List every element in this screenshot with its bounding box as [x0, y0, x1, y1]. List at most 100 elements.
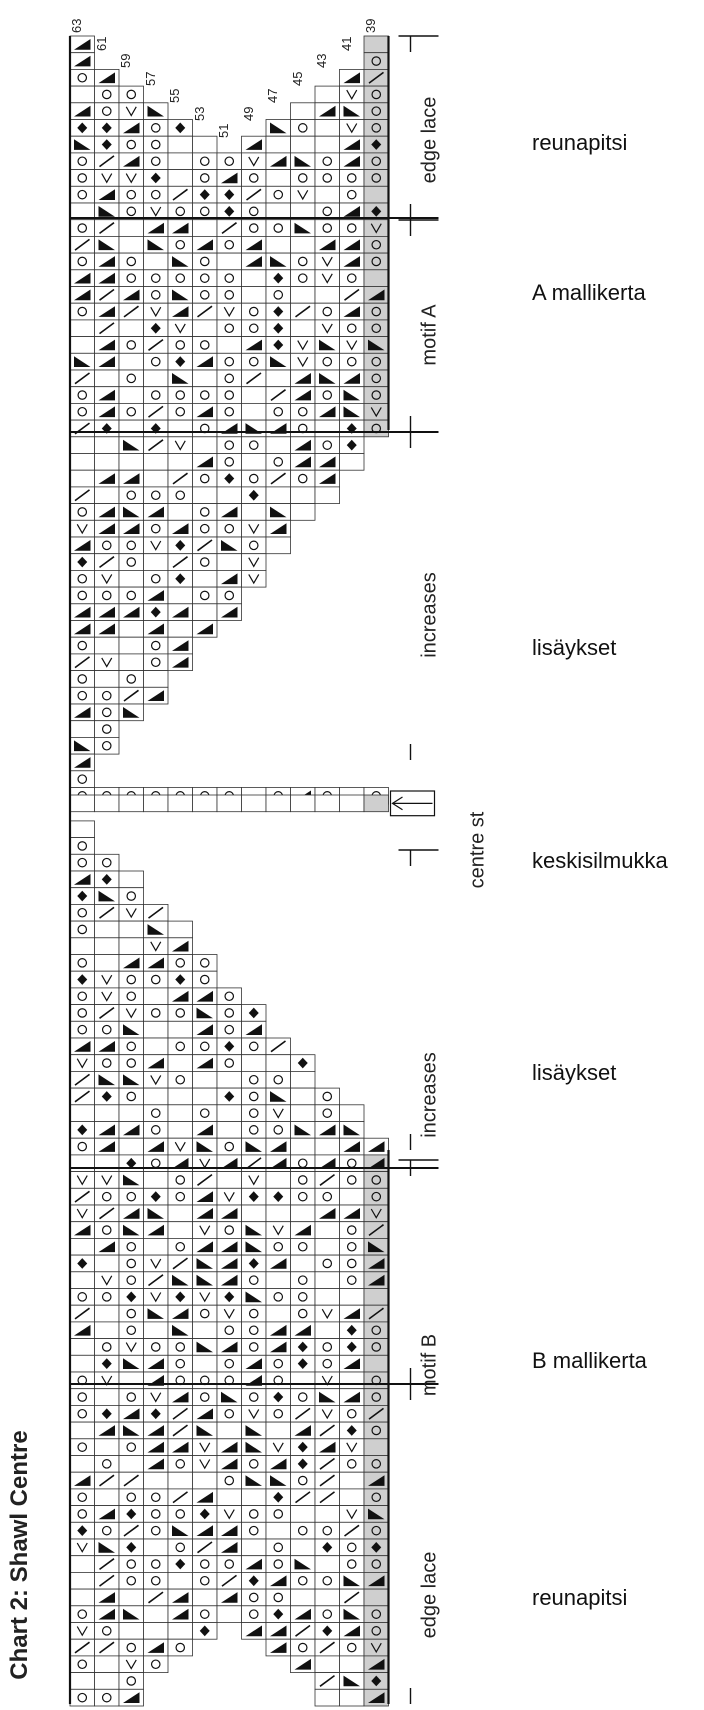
- chart-cell: [241, 1071, 267, 1089]
- row-number: 55: [167, 88, 182, 104]
- yarn-over-symbol: [322, 1108, 333, 1118]
- chart-cell: [143, 1054, 169, 1072]
- chart-cell: [192, 620, 218, 638]
- yarn-over-symbol: [175, 1642, 186, 1653]
- yarn-over-symbol: [248, 173, 259, 183]
- decrease-symbol: [196, 1208, 213, 1219]
- chart-cell: [339, 1171, 365, 1189]
- slip-symbol: [150, 1392, 162, 1403]
- chart-cell: [69, 703, 95, 722]
- decrease-symbol: [245, 1475, 262, 1486]
- slip-symbol: [199, 1225, 211, 1236]
- chart-cell: [363, 1605, 389, 1623]
- chart-cell: [241, 1455, 267, 1473]
- yarn-over-symbol: [150, 523, 161, 534]
- slip-symbol: [297, 357, 309, 368]
- yarn-over-symbol: [126, 256, 137, 267]
- decrease-symbol: [294, 456, 311, 468]
- chart-cell: [241, 1204, 267, 1223]
- chart-cell: [69, 686, 95, 705]
- yarn-over-symbol: [224, 1058, 235, 1068]
- decrease-symbol: [294, 389, 311, 401]
- chart-cell: [241, 1087, 267, 1106]
- decrease-symbol: [74, 1224, 91, 1236]
- chart-cell: [339, 1104, 365, 1122]
- chart-cell: [192, 1605, 218, 1623]
- chart-cell: [69, 1004, 95, 1022]
- decrease-symbol: [294, 1558, 311, 1570]
- chart-cell: [94, 1588, 120, 1607]
- yarn-over-symbol: [101, 1459, 112, 1469]
- chart-cell: [241, 1121, 267, 1139]
- bobble-symbol: [126, 1508, 137, 1520]
- yarn-over-symbol: [199, 390, 210, 400]
- chart-cell: [363, 269, 389, 287]
- yarn-over-symbol: [224, 239, 235, 250]
- chart-cell: [290, 352, 316, 371]
- chart-cell: [167, 169, 193, 187]
- bobble-symbol: [297, 1057, 308, 1069]
- chart-cell: [363, 1521, 389, 1540]
- chart-cell: [69, 386, 95, 404]
- chart-cell: [118, 1588, 144, 1607]
- yarn-over-symbol: [77, 1509, 88, 1519]
- yarn-over-symbol: [199, 523, 210, 534]
- slip-symbol: [272, 1442, 284, 1453]
- chart-cell: [363, 302, 389, 321]
- chart-cell: [265, 1304, 291, 1323]
- chart-cell: [167, 1004, 193, 1022]
- chart-cell: [241, 469, 267, 488]
- yarn-over-symbol: [77, 1008, 88, 1018]
- yarn-over-symbol: [77, 958, 88, 968]
- chart-cell: [314, 352, 340, 371]
- chart-cell: [339, 1271, 365, 1289]
- yarn-over-symbol: [77, 1609, 88, 1619]
- chart-cell: [69, 35, 95, 54]
- yarn-over-symbol: [175, 406, 186, 417]
- yarn-over-symbol: [224, 323, 235, 334]
- chart-cell: [241, 1054, 267, 1072]
- yarn-over-symbol: [150, 490, 161, 501]
- decrease-symbol: [294, 1324, 311, 1336]
- chart-cell: [118, 1638, 144, 1657]
- decrease-symbol: [98, 1608, 115, 1620]
- decrease-symbol: [319, 473, 336, 484]
- decrease-symbol: [74, 623, 91, 635]
- chart-cell: [314, 1405, 340, 1423]
- chart-cell: [339, 219, 365, 237]
- slip-symbol: [101, 1275, 113, 1286]
- chart-cell: [69, 185, 95, 204]
- chart-cell: [216, 1054, 242, 1072]
- chart-cell: [118, 1572, 144, 1590]
- decrease-symbol: [221, 506, 238, 518]
- yarn-over-symbol: [175, 1509, 186, 1519]
- chart-cell: [290, 1171, 316, 1189]
- yarn-over-symbol: [224, 440, 235, 450]
- chart-cell: [143, 1004, 169, 1022]
- chart-cell: [143, 386, 169, 404]
- decrease-symbol: [196, 406, 213, 418]
- chart-cell: [167, 1037, 193, 1056]
- chart-cell: [167, 1221, 193, 1239]
- decrease-symbol: [196, 990, 213, 1002]
- decrease-symbol: [319, 1441, 336, 1453]
- yarn-over-symbol: [150, 1509, 161, 1519]
- yarn-over-symbol: [297, 1575, 308, 1586]
- chart-cell: [363, 169, 389, 187]
- chart-cell: [94, 536, 120, 555]
- yarn-over-symbol: [175, 1041, 186, 1052]
- chart-cell: [216, 402, 242, 421]
- yarn-over-symbol: [175, 206, 186, 217]
- decrease-symbol: [245, 239, 262, 251]
- yarn-over-symbol: [175, 390, 186, 400]
- chart-cell: [265, 1137, 291, 1156]
- chart-cell: [363, 386, 389, 404]
- decrease-symbol: [270, 506, 287, 518]
- yarn-over-symbol: [175, 1542, 186, 1553]
- yarn-over-symbol: [77, 907, 88, 918]
- chart-cell: [143, 1538, 169, 1557]
- chart-cell: [314, 185, 340, 204]
- chart-cell: [143, 1037, 169, 1056]
- decrease-symbol: [196, 356, 213, 367]
- chart-cell: [314, 1254, 340, 1273]
